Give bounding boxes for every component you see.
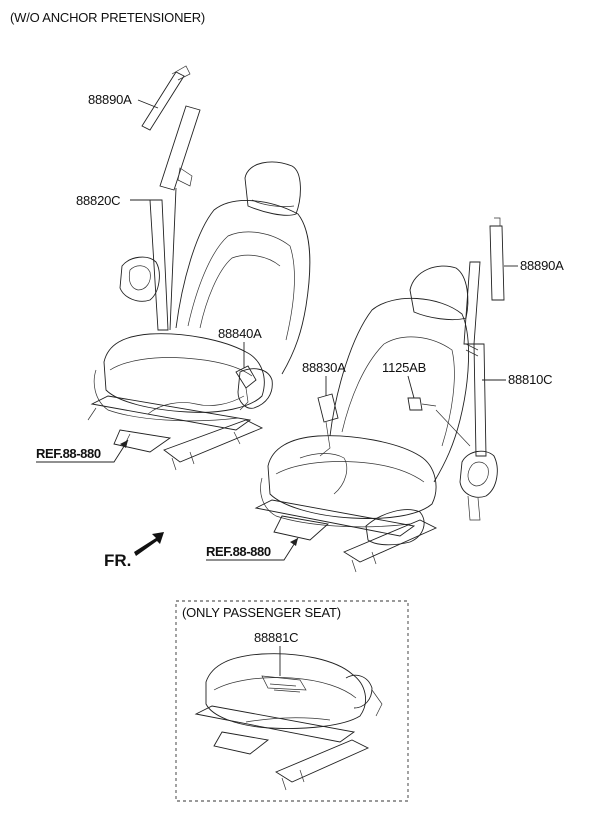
label-88890a-left: 88890A <box>88 92 132 107</box>
inset-frame <box>175 600 409 802</box>
label-88830a: 88830A <box>302 360 346 375</box>
ref-leader-left <box>36 439 129 463</box>
front-direction-arrow <box>134 532 164 556</box>
ref-arrow-left <box>120 440 128 448</box>
front-direction-label: FR. <box>104 551 131 570</box>
label-1125ab: 1125AB <box>382 360 426 375</box>
leader-88890a-left <box>137 99 159 109</box>
label-88810c: 88810C <box>508 372 552 387</box>
ref-leader-right <box>206 537 299 561</box>
label-88840a: 88840A <box>218 326 262 341</box>
inset-seat-cushion <box>194 653 383 791</box>
label-88890a-right: 88890A <box>520 258 564 273</box>
ref-label-left: REF.88-880 <box>36 446 101 461</box>
header-note: (W/O ANCHOR PRETENSIONER) <box>10 10 205 25</box>
left-seat-assembly <box>87 65 311 471</box>
label-88881c: 88881C <box>254 630 298 645</box>
label-88820c: 88820C <box>76 193 120 208</box>
ref-arrow-right <box>290 538 298 546</box>
ref-label-right: REF.88-880 <box>206 544 271 559</box>
leader-1125ab <box>407 375 415 399</box>
inset-title: (ONLY PASSENGER SEAT) <box>182 605 341 620</box>
right-seat-assembly <box>254 217 505 573</box>
